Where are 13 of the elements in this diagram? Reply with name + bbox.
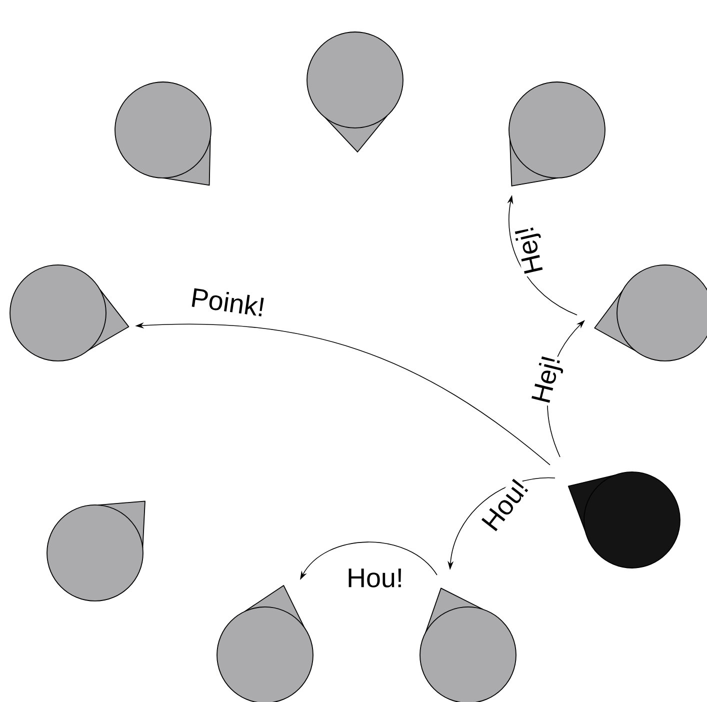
edge-label: Hej! bbox=[512, 222, 550, 278]
teardrop-marker bbox=[594, 264, 707, 362]
teardrop-marker bbox=[216, 585, 314, 702]
edge-label: Hej! bbox=[528, 352, 568, 408]
teardrop-marker bbox=[508, 82, 606, 186]
edge-label: Hou! bbox=[346, 568, 404, 588]
teardrop-marker bbox=[114, 82, 212, 186]
teardrop-marker bbox=[568, 472, 680, 568]
teardrop-marker bbox=[420, 588, 516, 702]
teardrop-marker bbox=[46, 500, 146, 602]
teardrop-marker bbox=[306, 32, 404, 152]
teardrop-marker bbox=[10, 264, 130, 362]
edge-label: Poink! bbox=[188, 286, 268, 318]
